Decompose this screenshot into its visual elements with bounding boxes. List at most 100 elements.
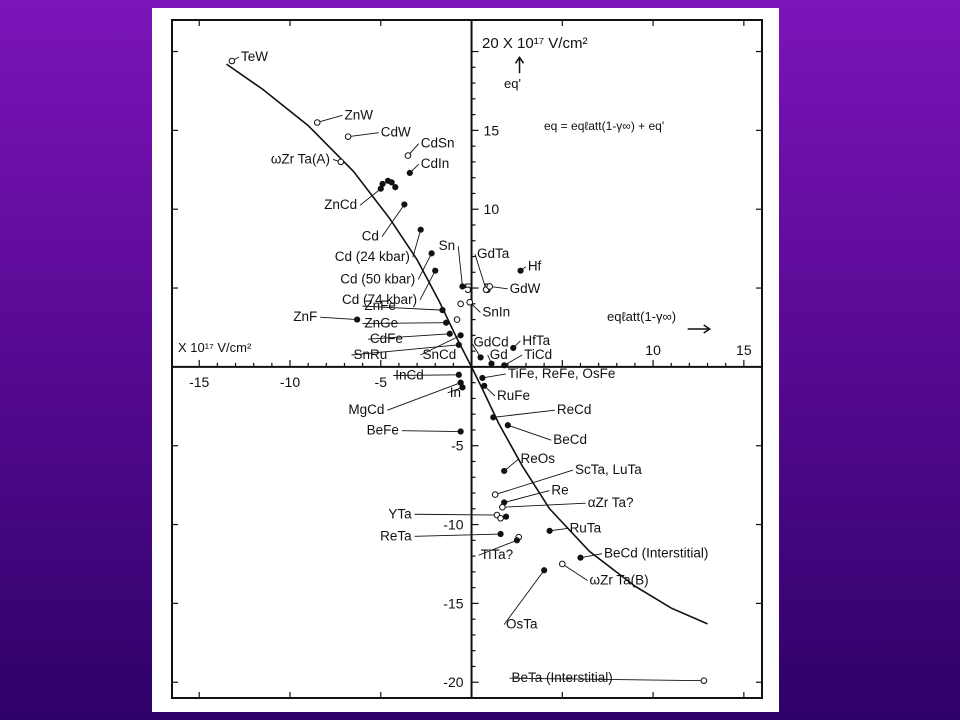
leader-line	[412, 229, 422, 258]
point-label: TiFe, ReFe, OsFe	[508, 366, 616, 381]
leader-line	[320, 316, 358, 321]
data-point	[313, 119, 321, 126]
leader-line	[401, 430, 461, 432]
point-label: αZr Ta?	[588, 495, 634, 510]
data-point	[490, 414, 497, 421]
data-point	[497, 530, 504, 538]
data-point	[486, 283, 493, 290]
data-point	[559, 560, 566, 568]
x-tick-label: -10	[280, 374, 300, 390]
data-point	[499, 503, 506, 511]
data-point	[428, 250, 435, 257]
point-label: Cd (50 kbar)	[340, 271, 415, 286]
leader-line	[362, 305, 443, 311]
data-point	[546, 527, 553, 534]
leader-line	[562, 563, 588, 581]
leader-line	[493, 409, 555, 418]
point-label: InCd	[395, 367, 424, 382]
point-label: SnIn	[482, 304, 510, 319]
leader-line	[478, 539, 518, 556]
point-label: ScTa, LuTa	[575, 462, 642, 477]
data-point	[477, 354, 484, 361]
point-label: YTa	[388, 506, 412, 521]
data-point	[577, 554, 584, 561]
point-label: CdW	[381, 125, 411, 140]
data-point	[488, 360, 495, 367]
data-point	[439, 307, 446, 314]
point-label: CdIn	[421, 156, 450, 171]
point-label: SnCd	[423, 347, 457, 362]
data-point	[401, 201, 408, 208]
leader-line	[503, 458, 519, 472]
data-point	[446, 330, 453, 337]
data-point	[344, 133, 352, 140]
y-tick-label: 10	[484, 201, 500, 217]
y-arrow-icon	[514, 55, 525, 74]
x-arrow-icon	[687, 324, 712, 334]
point-label: TiTa?	[481, 547, 514, 562]
x-tick-label: 15	[736, 342, 752, 358]
point-label: RuTa	[570, 520, 602, 535]
data-point	[453, 316, 461, 323]
leader-line	[507, 424, 552, 441]
data-point	[455, 341, 462, 348]
data-point	[337, 158, 345, 166]
point-label: ωZr Ta(B)	[590, 572, 649, 587]
leader-line	[359, 188, 382, 206]
point-label: SnRu	[354, 347, 388, 362]
data-point	[501, 362, 508, 369]
point-label: BeFe	[367, 423, 399, 438]
y-unit-label: 20 X 10¹⁷ V/cm²	[482, 35, 587, 52]
leader-line	[381, 204, 405, 238]
data-point	[502, 513, 510, 520]
leader-line	[387, 382, 461, 411]
x-unit-label: X 10¹⁷ V/cm²	[178, 340, 252, 355]
leader-line	[417, 253, 433, 280]
data-point	[466, 298, 474, 306]
axes	[172, 20, 762, 698]
data-point	[510, 344, 517, 352]
point-label: Hf	[528, 259, 542, 274]
point-label: HfTa	[522, 333, 550, 348]
data-point	[457, 379, 464, 386]
data-point	[377, 185, 384, 192]
data-point	[406, 169, 413, 177]
y-tick-label: -10	[443, 517, 463, 533]
data-point	[517, 267, 524, 274]
trend-curve	[226, 63, 708, 625]
data-point	[479, 374, 486, 382]
point-label: Cd (74 kbar)	[342, 292, 417, 307]
trend-line	[226, 63, 708, 625]
data-point	[443, 319, 450, 326]
point-label: Cd	[362, 229, 379, 244]
data-point	[541, 567, 548, 574]
leader-line	[495, 469, 574, 496]
data-point	[501, 467, 508, 475]
point-label: TiCd	[524, 347, 552, 362]
leader-line	[482, 373, 506, 379]
data-point	[457, 428, 464, 435]
leader-line	[503, 570, 545, 625]
y-tick-label: 15	[484, 122, 500, 138]
data-point	[491, 491, 499, 498]
y-axis-name: eq'	[504, 76, 521, 91]
point-label: BeCd (Interstitial)	[604, 546, 708, 561]
leader-line	[580, 553, 603, 559]
point-label: RuFe	[497, 388, 530, 403]
data-point	[228, 57, 236, 65]
point-label: MgCd	[348, 402, 384, 417]
leader-line	[317, 114, 343, 123]
point-label: Sn	[439, 238, 456, 253]
point-label: ZnCd	[324, 197, 357, 212]
point-label: BeTa (Interstitial)	[511, 670, 612, 685]
point-label: ZnGe	[364, 315, 398, 330]
leader-line	[419, 270, 436, 301]
plot-border	[171, 19, 763, 699]
point-label: Cd (24 kbar)	[335, 249, 410, 264]
point-label: ReTa	[380, 528, 412, 543]
leader-line	[362, 322, 447, 324]
